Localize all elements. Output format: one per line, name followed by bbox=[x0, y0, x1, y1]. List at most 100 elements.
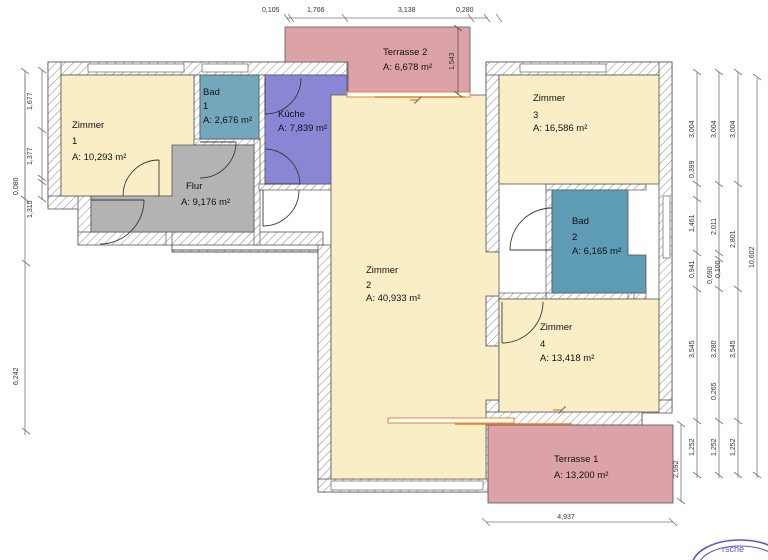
room-fills bbox=[60, 26, 674, 504]
dim-r3-c: 3,545 bbox=[730, 340, 737, 358]
label-zimmer3-name: Zimmer bbox=[533, 93, 565, 104]
wall-center-upper bbox=[485, 61, 500, 253]
partition-zimmer4-top bbox=[498, 292, 547, 300]
label-bad2-area: A: 6,165 m² bbox=[572, 246, 621, 257]
room-zimmer3[interactable] bbox=[498, 74, 660, 185]
label-bad2-number: 2 bbox=[572, 232, 577, 243]
dim-r3-d: 1,252 bbox=[730, 438, 737, 456]
dimension-top-labels: 0,105 1,766 3,138 0,280 bbox=[262, 7, 474, 14]
label-terrasse1-name: Terrasse 1 bbox=[554, 454, 598, 465]
dim-r2-f: 0,265 bbox=[711, 382, 718, 400]
dim-left-2: 1,377 bbox=[27, 147, 34, 165]
door-flur-bad1 bbox=[199, 141, 237, 179]
label-bad2-name: Bad bbox=[572, 216, 589, 227]
dimension-left-labels: 1,677 1,377 0,080 1,315 6,242 bbox=[13, 92, 34, 385]
door-bad2 bbox=[509, 207, 553, 251]
door-flur-left bbox=[91, 199, 145, 245]
dim-top-1: 0,105 bbox=[262, 7, 280, 14]
room-zimmer2[interactable] bbox=[330, 94, 500, 480]
room-labels: Zimmer 1 A: 10,293 m² Bad 1 A: 2,676 m² … bbox=[72, 47, 621, 481]
dim-r1-a: 3,004 bbox=[689, 120, 696, 138]
label-flur-area: A: 9,176 m² bbox=[181, 197, 230, 208]
dim-left-1: 1,677 bbox=[27, 92, 34, 110]
dim-r2-c: 0,100 bbox=[715, 260, 722, 278]
label-terrasse1-area: A: 13,200 m² bbox=[554, 470, 608, 481]
dim-r2-e: 3,280 bbox=[711, 340, 718, 358]
label-zimmer4-name: Zimmer bbox=[540, 322, 572, 333]
dim-r2-a: 3,004 bbox=[711, 120, 718, 138]
partition-zimmer1-bad1 bbox=[193, 74, 201, 146]
window-zimmer2-bottom bbox=[330, 480, 484, 491]
label-zimmer3-number: 3 bbox=[533, 110, 538, 121]
window-bad1-top bbox=[201, 63, 249, 73]
label-flur-name: Flur bbox=[186, 181, 202, 192]
label-zimmer1-number: 1 bbox=[72, 136, 77, 147]
room-bad1[interactable] bbox=[199, 74, 260, 140]
label-bad1-name: Bad bbox=[203, 87, 220, 98]
sliding-door-terrasse1[interactable] bbox=[387, 417, 515, 424]
label-zimmer2-number: 2 bbox=[366, 280, 371, 291]
door-swings bbox=[91, 77, 553, 344]
window-openings bbox=[87, 63, 671, 491]
stamp-text: rsche bbox=[722, 544, 744, 554]
sliding-door-openings bbox=[346, 91, 572, 425]
dim-r3-a: 3,004 bbox=[730, 120, 737, 138]
dimension-top bbox=[283, 13, 503, 23]
dim-terrasse1-width: 4,937 bbox=[557, 514, 575, 521]
room-bad2[interactable] bbox=[551, 189, 647, 294]
dimension-right bbox=[453, 24, 762, 505]
door-zimmer4 bbox=[501, 301, 544, 344]
door-zimmer1 bbox=[122, 159, 160, 197]
dim-r1-e: 3,545 bbox=[689, 340, 696, 358]
door-flur-zimmer2 bbox=[262, 189, 300, 227]
partition-bad2-top bbox=[545, 183, 647, 191]
room-flur[interactable] bbox=[90, 144, 255, 233]
label-terrasse2-area: A: 6,678 m² bbox=[383, 62, 432, 73]
dim-top-2: 1,766 bbox=[307, 7, 325, 14]
room-terrasse1[interactable] bbox=[487, 424, 674, 504]
partition-bad2-left bbox=[545, 183, 553, 300]
label-zimmer1-name: Zimmer bbox=[72, 120, 104, 131]
dim-left-4: 1,315 bbox=[27, 200, 34, 218]
dim-top-3: 3,138 bbox=[398, 7, 416, 14]
label-zimmer3-area: A: 16,586 m² bbox=[533, 123, 587, 134]
partition-flur-right bbox=[253, 138, 261, 246]
dim-r2-g: 1,252 bbox=[711, 438, 718, 456]
door-kueche-top bbox=[264, 77, 302, 115]
label-kueche-area: A: 7,839 m² bbox=[278, 123, 327, 134]
dim-r3-b: 2,801 bbox=[730, 230, 737, 248]
dim-terrasse2-height: 1,543 bbox=[449, 52, 456, 70]
label-bad1-area: A: 2,676 m² bbox=[203, 115, 252, 126]
dim-r1-c: 1,461 bbox=[689, 214, 696, 232]
label-kueche-name: Küche bbox=[278, 109, 305, 120]
dim-right-total: 10,602 bbox=[749, 246, 756, 268]
label-terrasse2-name: Terrasse 2 bbox=[383, 47, 427, 58]
door-kueche-bottom bbox=[264, 148, 301, 185]
label-zimmer4-area: A: 13,418 m² bbox=[540, 353, 594, 364]
window-zimmer3-top bbox=[519, 63, 607, 73]
dim-top-4: 0,280 bbox=[456, 7, 474, 14]
label-zimmer1-area: A: 10,293 m² bbox=[72, 152, 126, 163]
dim-r1-d: 0,941 bbox=[689, 260, 696, 278]
wall-zimmer2-left bbox=[317, 244, 332, 493]
dim-left-total: 6,242 bbox=[13, 367, 20, 385]
wall-bottom-left-wing bbox=[77, 231, 324, 246]
approval-stamp: rsche bbox=[692, 539, 768, 560]
dim-r1-f: 1,252 bbox=[689, 438, 696, 456]
window-bad2-right bbox=[662, 195, 671, 259]
dim-terrasse1-height: 2,592 bbox=[673, 460, 680, 478]
wall-left-upper bbox=[47, 61, 62, 209]
label-zimmer2-name: Zimmer bbox=[366, 265, 398, 276]
window-zimmer1-top bbox=[87, 63, 185, 73]
dim-r2-d: 2,011 bbox=[711, 218, 718, 235]
label-zimmer2-area: A: 40,933 m² bbox=[366, 293, 420, 304]
dimension-right-labels: 3,004 0,399 1,461 0,941 3,545 1,252 3,00… bbox=[449, 52, 756, 478]
dim-r1-b: 0,399 bbox=[689, 160, 696, 178]
label-zimmer4-number: 4 bbox=[540, 339, 545, 350]
dim-left-3: 0,080 bbox=[13, 177, 20, 195]
wall-center-mid bbox=[485, 295, 500, 347]
room-zimmer4[interactable] bbox=[498, 298, 660, 413]
dimension-left bbox=[20, 66, 47, 435]
